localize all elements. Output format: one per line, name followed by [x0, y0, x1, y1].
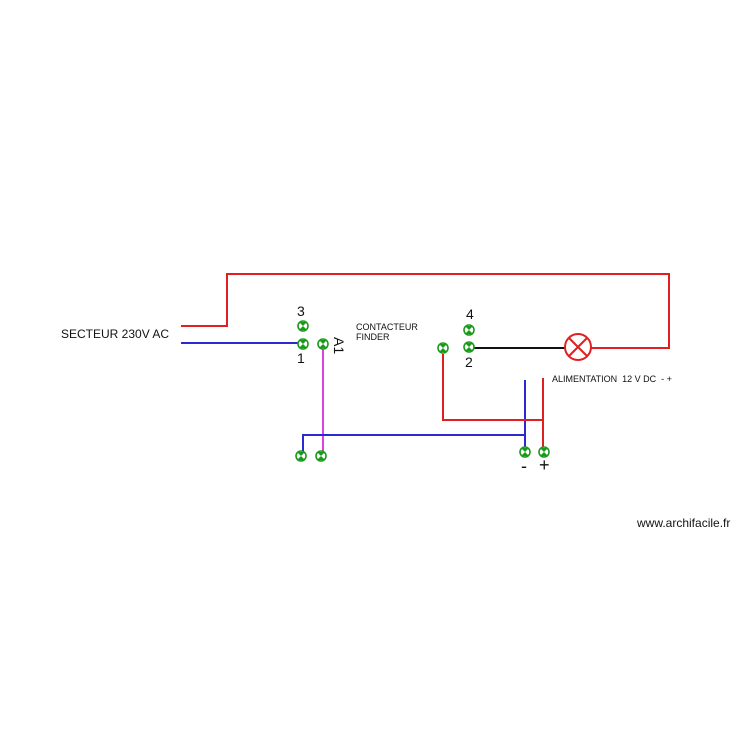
watermark-label: www.archifacile.fr — [636, 516, 730, 530]
supply-plus-wire — [442, 354, 543, 421]
neutral-wire-return — [302, 434, 525, 452]
connector-terminal-4-icon — [463, 324, 475, 336]
plus-label: + — [539, 455, 550, 475]
connector-a2-bottom-icon — [295, 450, 307, 462]
connector-terminal-3-icon — [297, 320, 309, 332]
secteur-label: SECTEUR 230V AC — [61, 327, 169, 341]
lamp-icon — [564, 333, 592, 361]
connector-terminal-2-icon — [463, 341, 475, 353]
connectors — [295, 320, 550, 462]
contacteur-label-line1: CONTACTEUR — [356, 322, 418, 332]
alimentation-label: ALIMENTATION 12 V DC - + — [552, 374, 672, 384]
wires — [181, 273, 670, 452]
contacteur-label-line2: FINDER — [356, 332, 390, 342]
connector-a1-bottom-icon — [315, 450, 327, 462]
terminal-a1-label: A1 — [331, 337, 347, 354]
connector-supply-minus-icon — [519, 446, 531, 458]
minus-label: - — [521, 456, 527, 476]
connector-terminal-1-icon — [297, 338, 309, 350]
terminal-3-label: 3 — [297, 303, 305, 319]
terminal-1-label: 1 — [297, 350, 305, 366]
connector-supply-plus-icon — [538, 446, 550, 458]
terminal-2-label: 2 — [465, 354, 473, 370]
connector-relay-common-icon — [437, 342, 449, 354]
connector-terminal-a1-icon — [317, 338, 329, 350]
phase-wire-top — [181, 273, 670, 349]
terminal-4-label: 4 — [466, 306, 474, 322]
